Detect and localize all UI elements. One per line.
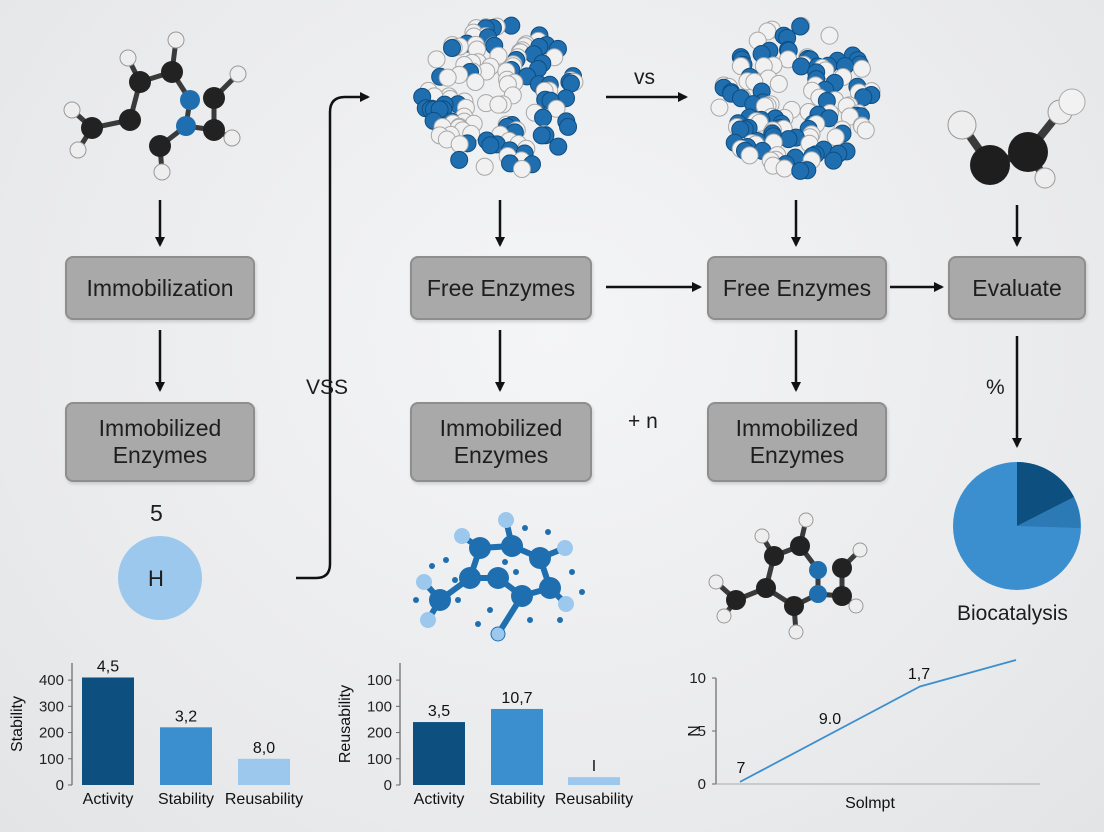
molecule-blue-icon <box>413 512 585 642</box>
molecule-bottom-right-icon <box>708 512 868 640</box>
vs-label: vs <box>634 66 655 89</box>
node-label: Immobilized Enzymes <box>735 415 859 468</box>
y-tick-label: 0 <box>698 776 706 793</box>
category-label: Activity <box>414 791 465 808</box>
enzyme-cluster-icon <box>710 16 881 180</box>
bar <box>491 708 543 785</box>
y-tick-label: 100 <box>367 698 392 715</box>
data-label: 3,2 <box>175 708 197 725</box>
y-tick-label: 100 <box>367 751 392 768</box>
point-label: 1,7 <box>908 666 930 683</box>
pie-chart-icon <box>953 462 1081 590</box>
y-tick-label: 0 <box>56 777 64 794</box>
y-tick-label: 10 <box>689 670 706 687</box>
immobilized-enzymes-node-left[interactable]: Immobilized Enzymes <box>65 402 255 482</box>
y-axis-title: Reusability <box>337 685 354 763</box>
bar <box>568 777 620 785</box>
y-axis-title: Stability <box>9 696 26 752</box>
h-circle-icon <box>118 536 202 620</box>
bar <box>238 758 290 785</box>
vss-label: VSS <box>306 376 349 399</box>
bar <box>160 727 212 785</box>
immobilized-enzymes-node-mid[interactable]: Immobilized Enzymes <box>410 402 592 482</box>
biocatalysis-label: Biocatalysis <box>957 602 1068 625</box>
y-tick-label: 200 <box>39 725 64 742</box>
data-label: I <box>592 758 596 775</box>
category-label: Stability <box>489 791 545 808</box>
y-tick-label: 300 <box>39 698 64 715</box>
enzyme-cluster-icon <box>413 16 584 178</box>
node-label: Free Enzymes <box>426 274 576 301</box>
molecule-top-right-icon <box>947 88 1086 189</box>
data-label: 10,7 <box>501 690 532 707</box>
y-axis-title: N <box>684 725 701 737</box>
vss-connector <box>296 92 370 580</box>
h-circle-label: H <box>148 566 164 591</box>
y-tick-label: 100 <box>367 672 392 689</box>
category-label: Reusability <box>225 791 303 808</box>
plus-n-label: + n <box>628 410 658 433</box>
free-enzymes-node-right[interactable]: Free Enzymes <box>707 256 887 320</box>
percent-label: % <box>986 376 1005 399</box>
y-tick-label: 400 <box>39 672 64 689</box>
node-label: Free Enzymes <box>722 274 872 301</box>
y-tick-label: 0 <box>384 777 392 794</box>
immobilization-node[interactable]: Immobilization <box>65 256 255 320</box>
y-tick-label: 5 <box>698 723 706 740</box>
bar-chart-1: 0100200300400Stability4,5Activity3,2Stab… <box>9 658 303 808</box>
series-line <box>739 659 1017 783</box>
data-label: 8,0 <box>253 740 275 757</box>
data-label: 4,5 <box>97 658 119 675</box>
category-label: Stability <box>158 791 214 808</box>
label-five: 5 <box>150 500 163 526</box>
data-label: 3,5 <box>428 703 450 720</box>
y-tick-label: 200 <box>367 725 392 742</box>
bar <box>82 677 134 785</box>
free-enzymes-node-mid[interactable]: Free Enzymes <box>410 256 592 320</box>
point-label: 7 <box>737 760 746 777</box>
node-label: Immobilized Enzymes <box>98 415 222 468</box>
x-axis-title: Solmpt <box>845 795 895 812</box>
category-label: Reusability <box>555 791 633 808</box>
immobilized-enzymes-node-right[interactable]: Immobilized Enzymes <box>707 402 887 482</box>
line-chart: 0 5 10N Solmpt 7 9.0 1,7 <box>684 659 1040 812</box>
point-label: 9.0 <box>819 711 841 728</box>
evaluate-node[interactable]: Evaluate <box>948 256 1086 320</box>
node-label: Immobilization <box>86 274 234 301</box>
molecule-top-left-icon <box>63 31 247 181</box>
bar <box>413 722 465 785</box>
node-label: Evaluate <box>972 274 1062 301</box>
y-tick-label: 100 <box>39 751 64 768</box>
category-label: Activity <box>83 791 134 808</box>
node-label: Immobilized Enzymes <box>439 415 563 468</box>
